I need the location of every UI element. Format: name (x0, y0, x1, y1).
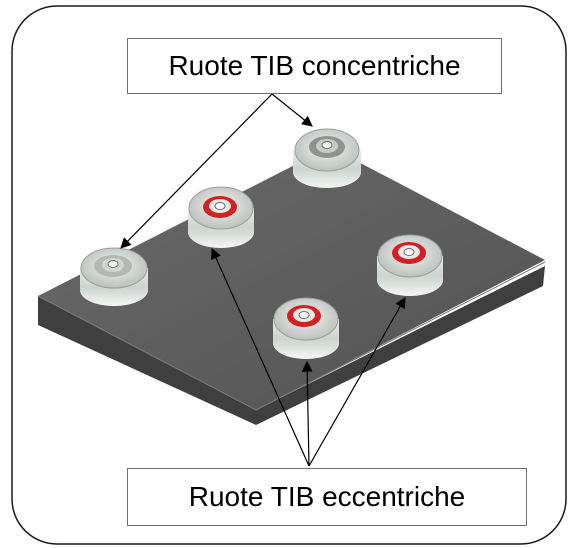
pointer-arrow (301, 360, 313, 467)
eccentric-wheel (188, 186, 254, 248)
eccentric-wheels-label: Ruote TIB eccentriche (127, 468, 527, 526)
concentric-wheel (293, 128, 361, 188)
pointer-arrow (211, 248, 310, 467)
mounting-plate (37, 147, 546, 425)
pointer-arrow (120, 93, 273, 249)
diagram-frame (11, 5, 567, 545)
concentric-wheels-label: Ruote TIB concentriche (127, 38, 502, 94)
pointer-arrow (271, 93, 313, 127)
concentric-wheel (80, 247, 148, 306)
eccentric-wheel (273, 297, 339, 359)
eccentric-wheel (377, 234, 443, 296)
pointer-arrow (308, 297, 406, 467)
